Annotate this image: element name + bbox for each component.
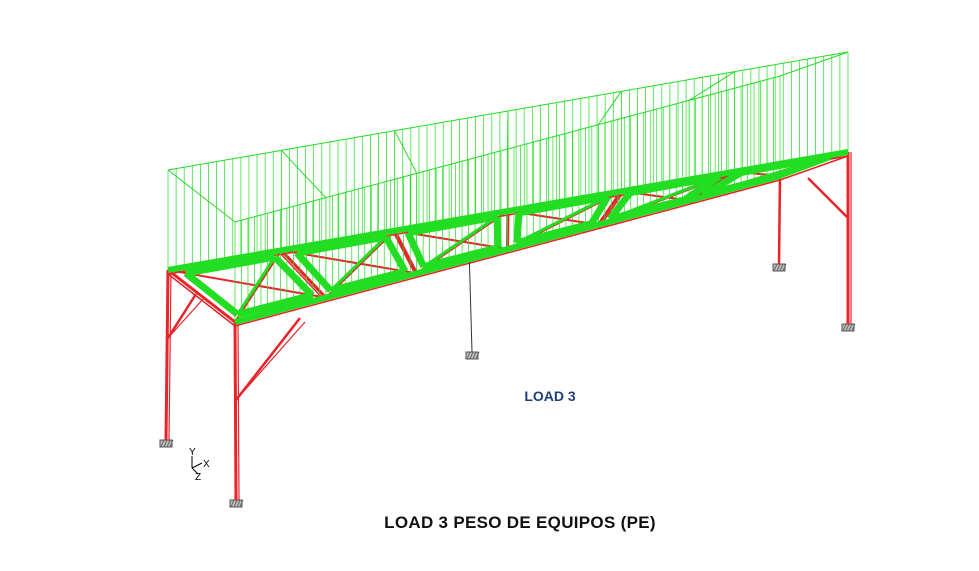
- equipment-outline-3-2: [518, 193, 609, 217]
- column-back-left: [164, 269, 170, 441]
- equipment-outline-2-0: [422, 244, 500, 271]
- load-top-back-3: [507, 90, 622, 112]
- support-hatch-4-1: [845, 323, 850, 332]
- load-back-edge: [167, 149, 849, 273]
- figure-caption: LOAD 3 PESO DE EQUIPOS (PE): [384, 513, 656, 532]
- load-top-side-0: [167, 169, 236, 223]
- support-hatch-0-1: [163, 439, 168, 448]
- support-hatch-1-1: [233, 499, 238, 508]
- equipment-outline-1-2: [296, 233, 387, 257]
- load-top-back-1: [281, 130, 395, 151]
- load-case-label: LOAD 3: [524, 388, 576, 404]
- knee-brace-right-back-inner: [813, 183, 849, 219]
- support-hatch-2-1: [469, 351, 474, 360]
- support-hatch-1-2: [236, 499, 241, 508]
- load-top-front-5: [689, 75, 781, 101]
- column-back-left-flange: [168, 269, 172, 441]
- support-hatch-3-2: [779, 263, 784, 272]
- equipment-outline-0-3: [183, 270, 240, 318]
- support-hatch-2-0: [466, 351, 471, 360]
- axis-z-label: Z: [195, 472, 201, 483]
- load-front-edge: [234, 173, 781, 325]
- equipment-diag-4: [609, 175, 720, 221]
- equipment-outline-1-3: [294, 250, 334, 293]
- load-top-side-5: [688, 71, 735, 101]
- support-hatch-1-0: [230, 499, 235, 508]
- equipment-outline-2-2: [407, 213, 498, 237]
- equipment-outline-3-1: [588, 194, 611, 226]
- support-hatch-0-2: [166, 439, 171, 448]
- load-top-front-0: [234, 197, 326, 223]
- support-hatch-3-0: [773, 263, 778, 272]
- equipment-outline-2-1: [493, 216, 502, 248]
- load-top-back-2: [394, 110, 509, 132]
- supports-layer: [159, 263, 856, 508]
- support-hatch-3-3: [782, 263, 787, 272]
- load-top-back-0: [167, 149, 282, 171]
- support-hatch-2-2: [472, 351, 477, 360]
- support-hatch-2-3: [475, 351, 480, 360]
- support-hatch-3-1: [776, 263, 781, 272]
- equipment-outline-1-0: [329, 268, 407, 294]
- equipment-outline-0-2: [185, 253, 276, 277]
- cross-beam-1: [280, 249, 327, 299]
- equipment-diag-3: [516, 195, 609, 245]
- load-top-back-4: [621, 71, 735, 92]
- load-top-front-2: [416, 148, 508, 174]
- equipment-outline-2-3: [404, 231, 427, 269]
- load-top-front-1: [325, 172, 417, 199]
- equipment-outline-4-3: [607, 190, 633, 222]
- knee-brace-left-back-inner: [167, 297, 205, 339]
- equipment-load-arrows-layer: [167, 51, 849, 325]
- axis-x-label: X: [203, 459, 210, 470]
- knee-brace-left-front: [235, 317, 301, 401]
- equipment-outline-1-1: [382, 235, 409, 274]
- column-front-right: [777, 175, 782, 265]
- column-front-left-flange: [237, 321, 240, 501]
- support-hatch-4-3: [851, 323, 856, 332]
- equipment-outline-5-3: [701, 169, 744, 199]
- cross-beam-0: [167, 268, 236, 324]
- axis-y-label: Y: [189, 447, 196, 458]
- load-top-side-2: [394, 130, 418, 174]
- column-front-mid: [468, 259, 473, 353]
- axis-triad: Y X Z: [189, 447, 210, 483]
- support-hatch-4-0: [842, 323, 847, 332]
- equipment-outline-0-1: [272, 254, 315, 298]
- load-top-side-end: [779, 51, 849, 77]
- equipment-diag-1: [329, 235, 387, 292]
- load-top-front-3: [507, 124, 599, 150]
- frame-members-layer: [164, 150, 852, 501]
- equipment-diag-0: [236, 256, 276, 316]
- load-top-side-3: [507, 110, 509, 150]
- load-top-side-4: [597, 91, 622, 125]
- knee-brace-left-back: [166, 293, 198, 339]
- equipment-diag-2: [422, 215, 498, 268]
- support-hatch-1-3: [239, 499, 244, 508]
- support-hatch-0-0: [160, 439, 165, 448]
- load-top-side-1: [280, 149, 327, 199]
- cross-beam-2: [393, 229, 418, 275]
- cross-beam-2-lower: [394, 234, 418, 278]
- equipment-outline-3-3: [513, 212, 523, 244]
- knee-brace-left-front-inner: [235, 321, 306, 401]
- column-front-left: [233, 321, 238, 501]
- support-hatch-0-3: [169, 439, 174, 448]
- load-top-front-4: [598, 99, 690, 126]
- support-hatch-4-2: [848, 323, 853, 332]
- equipment-outline-0-0: [236, 291, 313, 318]
- cross-beam-1-lower: [280, 253, 327, 303]
- load-top-back-5: [734, 51, 849, 73]
- cross-beam-6-lower: [779, 155, 849, 181]
